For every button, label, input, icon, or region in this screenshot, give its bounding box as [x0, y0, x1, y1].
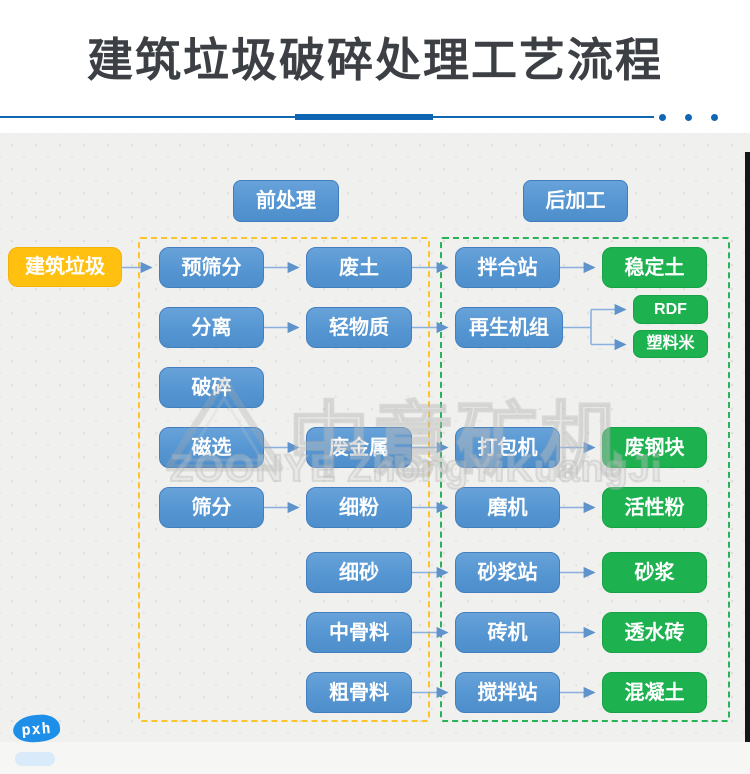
node-concrete: 混凝土	[602, 672, 707, 713]
screenshot-edge-strip	[745, 152, 750, 742]
divider-dot	[659, 114, 666, 121]
node-waste-soil: 废土	[306, 247, 412, 288]
group-title-pre-processing: 前处理	[233, 180, 339, 222]
node-stabilized-soil: 稳定土	[602, 247, 707, 288]
node-mortar: 砂浆	[602, 552, 707, 593]
node-pre-screening: 预筛分	[159, 247, 264, 288]
node-fine-sand: 细砂	[306, 552, 412, 593]
node-baler: 打包机	[455, 427, 560, 468]
sticker-ghost	[15, 752, 55, 766]
node-concrete-mixing-plant: 搅拌站	[455, 672, 560, 713]
node-mortar-station: 砂浆站	[455, 552, 560, 593]
group-frame-post-processing	[440, 237, 730, 722]
group-title-post-processing: 后加工	[523, 180, 628, 222]
divider-dot	[685, 114, 692, 121]
node-separation: 分离	[159, 307, 264, 348]
node-scrap-metal: 废金属	[306, 427, 412, 468]
node-mill: 磨机	[455, 487, 560, 528]
node-light-material: 轻物质	[306, 307, 412, 348]
node-coarse-aggregate: 粗骨料	[306, 672, 412, 713]
node-regeneration-unit: 再生机组	[455, 307, 563, 348]
node-magnetic-separation: 磁选	[159, 427, 264, 468]
node-plastic-pellets: 塑料米	[633, 330, 708, 358]
footer-band	[0, 742, 750, 774]
page-title: 建筑垃圾破碎处理工艺流程	[87, 34, 663, 86]
node-brick-machine: 砖机	[455, 612, 560, 653]
group-frame-pre-processing	[138, 237, 430, 722]
node-scrap-steel-block: 废钢块	[602, 427, 707, 468]
divider-dot	[711, 114, 718, 121]
node-permeable-brick: 透水砖	[602, 612, 707, 653]
node-active-powder: 活性粉	[602, 487, 707, 528]
node-mixing-station: 拌合站	[455, 247, 560, 288]
divider-accent-bar	[295, 114, 433, 120]
node-rdf: RDF	[633, 295, 708, 324]
node-medium-aggregate: 中骨料	[306, 612, 412, 653]
node-construction-waste: 建筑垃圾	[8, 247, 122, 287]
node-screening: 筛分	[159, 487, 264, 528]
node-crushing: 破碎	[159, 367, 264, 408]
node-fine-powder: 细粉	[306, 487, 412, 528]
